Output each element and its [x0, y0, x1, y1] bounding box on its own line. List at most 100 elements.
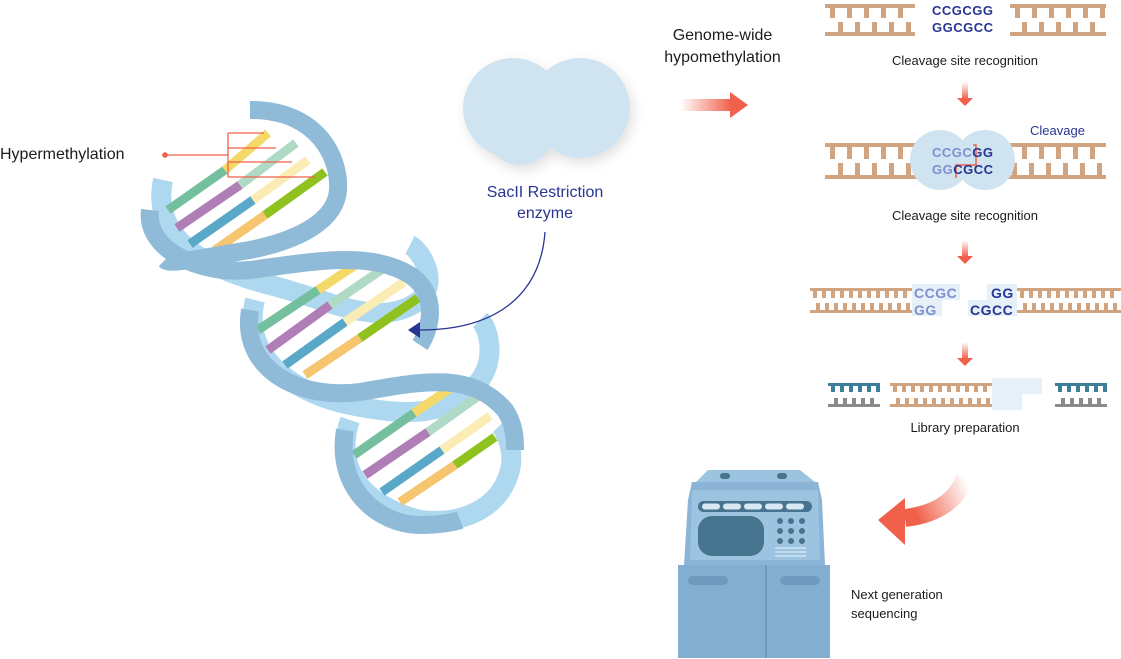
- ladder-rung: [1056, 291, 1060, 298]
- ladder-rung: [1056, 147, 1061, 159]
- ladder-rung: [1104, 303, 1108, 310]
- down-arrow-icon: [957, 82, 973, 106]
- ladder-rung: [986, 398, 990, 404]
- ladder-rung: [903, 291, 907, 298]
- ladder-rung: [840, 386, 844, 392]
- ladder-rung: [911, 386, 915, 392]
- ladder-rung: [1101, 291, 1105, 298]
- ladder-rung: [1022, 22, 1027, 32]
- ladder-rung: [941, 398, 945, 404]
- ladder-rung: [897, 303, 901, 310]
- ladder-rung: [1032, 303, 1036, 310]
- ladder-rung: [849, 291, 853, 298]
- ladder-rung: [1023, 303, 1027, 310]
- ladder-rung: [881, 147, 886, 159]
- step1-top-sequence: CCGCGG: [932, 3, 994, 18]
- ladder-rung: [906, 163, 911, 175]
- sequencer-screen: [698, 516, 764, 556]
- seq-light: GG: [932, 162, 954, 177]
- ladder-rung: [1032, 8, 1037, 18]
- ngs-label-line2: sequencing: [851, 606, 918, 621]
- ladder-rung: [830, 147, 835, 159]
- enzyme-label-line1: SacII Restriction: [486, 184, 604, 201]
- ladder-rung: [889, 22, 894, 32]
- ladder-rung: [834, 303, 838, 310]
- curved-arrow-icon: [878, 474, 974, 545]
- overhang-highlight: [912, 300, 942, 316]
- step4-rungs: [831, 386, 1107, 404]
- dna-back-strand: [151, 177, 439, 323]
- ladder-rung: [861, 398, 865, 404]
- seq-dark: GG: [972, 145, 994, 160]
- overhang-highlight: [912, 284, 960, 300]
- ladder-rung: [870, 398, 874, 404]
- ladder-rung: [898, 8, 903, 18]
- base-pairs-top: [165, 129, 328, 254]
- hypermethylation-label: Hypermethylation: [0, 146, 125, 163]
- sequencer-machine-icon: [678, 470, 830, 658]
- ladder-rung: [1092, 291, 1096, 298]
- step3-ladder: [810, 288, 1121, 313]
- ladder-rung: [894, 291, 898, 298]
- ladder-rung: [1061, 398, 1065, 404]
- ladder-rung: [896, 398, 900, 404]
- ladder-rung: [847, 147, 852, 159]
- ladder-rung: [893, 386, 897, 392]
- adapter-right-icon: [1055, 383, 1107, 407]
- ladder-rung: [1046, 163, 1051, 175]
- library-fragment: [890, 383, 992, 407]
- step3-right-bottom-sequence: CGCC: [970, 302, 1014, 318]
- ladder-rung: [1090, 147, 1095, 159]
- ladder-rung: [831, 386, 835, 392]
- ladder-rung: [1029, 163, 1034, 175]
- ladder-rung: [965, 386, 969, 392]
- ladder-rung: [906, 22, 911, 32]
- ladder-rung: [825, 303, 829, 310]
- ladder-rung: [849, 386, 853, 392]
- step2-top-sequence: CCGCGG: [932, 145, 994, 161]
- ladder-rung: [1080, 163, 1085, 175]
- ladder-rung: [974, 386, 978, 392]
- ladder-rung: [898, 147, 903, 159]
- step3-right-top-sequence: GG: [991, 285, 1014, 301]
- ladder-rung: [872, 22, 877, 32]
- step3-left-bottom-sequence: GG: [914, 302, 937, 318]
- step1-rungs: [830, 8, 1105, 32]
- ladder-rung: [1039, 22, 1044, 32]
- ladder-rung: [938, 386, 942, 392]
- ladder-rung: [870, 303, 874, 310]
- ladder-rung: [956, 386, 960, 392]
- enzyme-label-line2: enzyme: [516, 205, 574, 222]
- ladder-rung: [905, 398, 909, 404]
- ladder-rung: [852, 398, 856, 404]
- down-arrow-icon: [957, 342, 973, 366]
- ladder-rung: [888, 303, 892, 310]
- ladder-rung: [1015, 8, 1020, 18]
- ladder-rung: [1059, 303, 1063, 310]
- dna-front-strand: [239, 308, 524, 451]
- ladder-rung: [906, 303, 910, 310]
- ladder-rung: [1095, 303, 1099, 310]
- dna-front-strand: [140, 208, 439, 350]
- ladder-rung: [834, 398, 838, 404]
- ladder-rung: [864, 147, 869, 159]
- ladder-rung: [1029, 291, 1033, 298]
- ladder-rung: [968, 398, 972, 404]
- ladder-rung: [1041, 303, 1045, 310]
- ladder-rung: [932, 398, 936, 404]
- ladder-rung: [959, 398, 963, 404]
- ladder-rung: [920, 386, 924, 392]
- seq-light: CCGC: [932, 145, 973, 160]
- ladder-rung: [876, 291, 880, 298]
- hypomethylation-label-line1: Genome-wide: [672, 27, 773, 44]
- ladder-rung: [1103, 386, 1107, 392]
- ladder-rung: [843, 303, 847, 310]
- ladder-rung: [983, 386, 987, 392]
- step1-ladder: [825, 4, 1106, 36]
- ladder-rung: [1113, 303, 1117, 310]
- ladder-rung: [1050, 303, 1054, 310]
- hypomethylation-label: Genome-wide hypomethylation: [640, 25, 805, 69]
- ladder-rung: [923, 398, 927, 404]
- ladder-rung: [1083, 291, 1087, 298]
- ladder-rung: [858, 291, 862, 298]
